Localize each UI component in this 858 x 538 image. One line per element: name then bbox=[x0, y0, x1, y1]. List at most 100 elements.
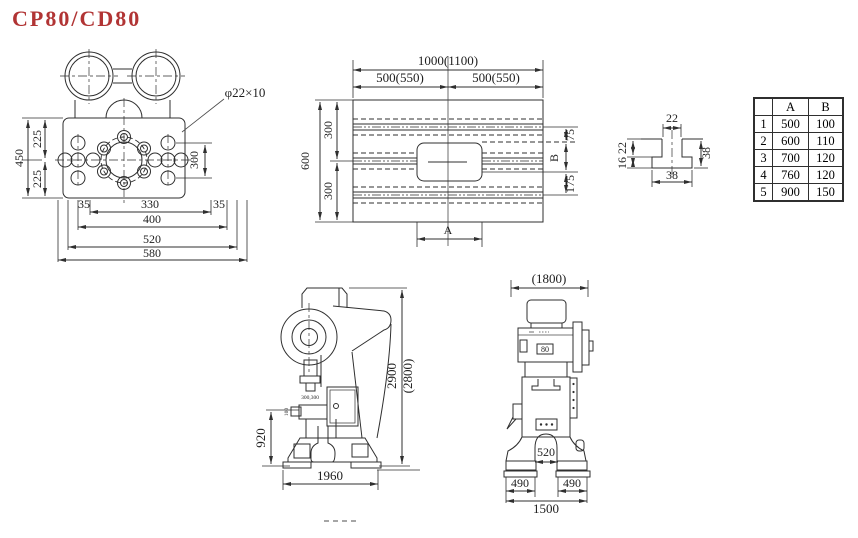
spec-row: 1 500 100 bbox=[753, 115, 844, 133]
pad-left bbox=[503, 470, 538, 478]
left-hole-group bbox=[57, 134, 101, 187]
frame-back-inner bbox=[351, 351, 363, 439]
tslot-dimensions: 22 22 16 38 38 bbox=[615, 111, 713, 187]
tslot-lines-top bbox=[353, 118, 543, 136]
door-handle bbox=[333, 403, 339, 409]
spec-cell: 120 bbox=[808, 149, 844, 167]
spec-cell: 120 bbox=[808, 166, 844, 184]
foot-right bbox=[350, 461, 382, 469]
spec-cell: 4 bbox=[753, 166, 773, 184]
slide-opening bbox=[416, 142, 483, 182]
page-title: CP80/CD80 bbox=[12, 6, 142, 31]
tslot-lines-middle bbox=[353, 152, 543, 170]
dim-1000-1100: 1000(1100) bbox=[418, 53, 478, 68]
side-plate bbox=[572, 321, 583, 373]
badge-frame bbox=[536, 343, 554, 355]
front-dimensions: (1800) 520 490 490 1500 bbox=[505, 271, 589, 516]
spec-header-b: B bbox=[808, 97, 844, 116]
spec-header-row: A B bbox=[753, 97, 844, 116]
bolster-top-view: 450 225 225 300 φ22×10 35 330 35 bbox=[12, 49, 265, 262]
dim-300-300-small: 300,300 bbox=[301, 395, 319, 401]
press-side-view: 300,300 100 2900 (2800) 920 1960 bbox=[253, 287, 420, 490]
side-dimensions: 2900 (2800) 920 1960 bbox=[253, 287, 415, 490]
dim-520: 520 bbox=[537, 445, 555, 459]
foot-left bbox=[282, 461, 312, 469]
bolster-bed bbox=[298, 404, 328, 420]
bed-plan-view: 1000(1100) 500(550) 500(550) 600 300 300 bbox=[298, 53, 578, 247]
spec-row: 5 900 150 bbox=[753, 183, 844, 202]
spec-table: A B 1 500 100 2 600 110 3 700 120 4 760 … bbox=[753, 97, 844, 202]
control-strip bbox=[569, 377, 578, 419]
dim-175: 175 bbox=[563, 175, 577, 193]
spec-header-a: A bbox=[772, 97, 809, 116]
right-hole-group bbox=[147, 134, 189, 187]
spec-header-index bbox=[753, 97, 773, 116]
spec-cell: 500 bbox=[772, 115, 809, 133]
belt-guard bbox=[332, 305, 392, 352]
bolster-dimensions: 450 225 225 300 φ22×10 35 330 35 bbox=[12, 85, 265, 262]
spec-cell: 760 bbox=[772, 166, 809, 184]
spec-cell: 5 bbox=[753, 183, 773, 202]
leg-arch bbox=[534, 433, 558, 461]
dim-16-left: 16 bbox=[615, 157, 629, 169]
press-front-view: 80 (1800) bbox=[503, 271, 594, 516]
dim-520: 520 bbox=[143, 232, 161, 246]
dim-22-top: 22 bbox=[666, 111, 678, 125]
table-bracket bbox=[290, 406, 302, 417]
die-holder bbox=[531, 379, 561, 391]
dim-2800: (2800) bbox=[400, 359, 415, 394]
dim-B: B bbox=[547, 154, 561, 162]
frame-back-outer bbox=[376, 323, 392, 439]
dim-300-lower: 300 bbox=[321, 182, 335, 200]
dim-1960: 1960 bbox=[317, 468, 343, 483]
dim-450: 450 bbox=[12, 149, 26, 167]
dim-300-upper: 300 bbox=[321, 121, 335, 139]
spec-cell: 110 bbox=[808, 132, 844, 150]
dim-22-left: 22 bbox=[615, 142, 629, 154]
bed-dimensions: 1000(1100) 500(550) 500(550) 600 300 300 bbox=[298, 53, 578, 247]
motor bbox=[526, 299, 567, 324]
spec-cell: 2 bbox=[753, 132, 773, 150]
dim-100-small: 100 bbox=[284, 408, 290, 417]
dim-490-left: 490 bbox=[511, 476, 529, 490]
spec-cell: 700 bbox=[772, 149, 809, 167]
tslot-lines-bottom bbox=[353, 186, 543, 204]
spec-cell: 1 bbox=[753, 115, 773, 133]
dim-75: 75 bbox=[563, 129, 577, 141]
dim-1500: 1500 bbox=[533, 501, 559, 516]
dim-35-left: 35 bbox=[78, 197, 90, 211]
dim-600: 600 bbox=[298, 152, 312, 170]
dim-300-right: 300 bbox=[187, 151, 201, 169]
dim-1800: (1800) bbox=[532, 271, 567, 286]
tslot-section-view: 22 22 16 38 38 bbox=[615, 111, 713, 187]
hex-bolt-holes bbox=[97, 130, 151, 190]
dim-580: 580 bbox=[143, 246, 161, 260]
leg-left bbox=[505, 436, 523, 462]
spec-cell: 3 bbox=[753, 149, 773, 167]
dim-500-550-right: 500(550) bbox=[472, 70, 520, 85]
dim-38-right: 38 bbox=[699, 147, 713, 159]
dim-330: 330 bbox=[141, 197, 159, 211]
callout-leader bbox=[181, 98, 225, 133]
name-plate bbox=[535, 418, 558, 431]
dim-2900: 2900 bbox=[384, 363, 399, 389]
dim-38-bottom: 38 bbox=[666, 168, 678, 182]
slide-ram bbox=[303, 359, 318, 377]
pad-right bbox=[555, 470, 591, 478]
spec-cell: 600 bbox=[772, 132, 809, 150]
lever-blade bbox=[506, 416, 517, 430]
spec-cell: 900 bbox=[772, 183, 809, 202]
spec-cell: 150 bbox=[808, 183, 844, 202]
pipe bbox=[575, 439, 585, 452]
dim-400: 400 bbox=[143, 212, 161, 226]
hole-callout: φ22×10 bbox=[225, 85, 266, 100]
body-column bbox=[521, 376, 571, 438]
dim-225-lower: 225 bbox=[30, 170, 44, 188]
tonnage-badge: 80 bbox=[541, 345, 549, 354]
frame-door bbox=[326, 386, 359, 427]
spec-row: 3 700 120 bbox=[753, 149, 844, 167]
crown-block bbox=[301, 287, 348, 308]
spec-row: 2 600 110 bbox=[753, 132, 844, 150]
